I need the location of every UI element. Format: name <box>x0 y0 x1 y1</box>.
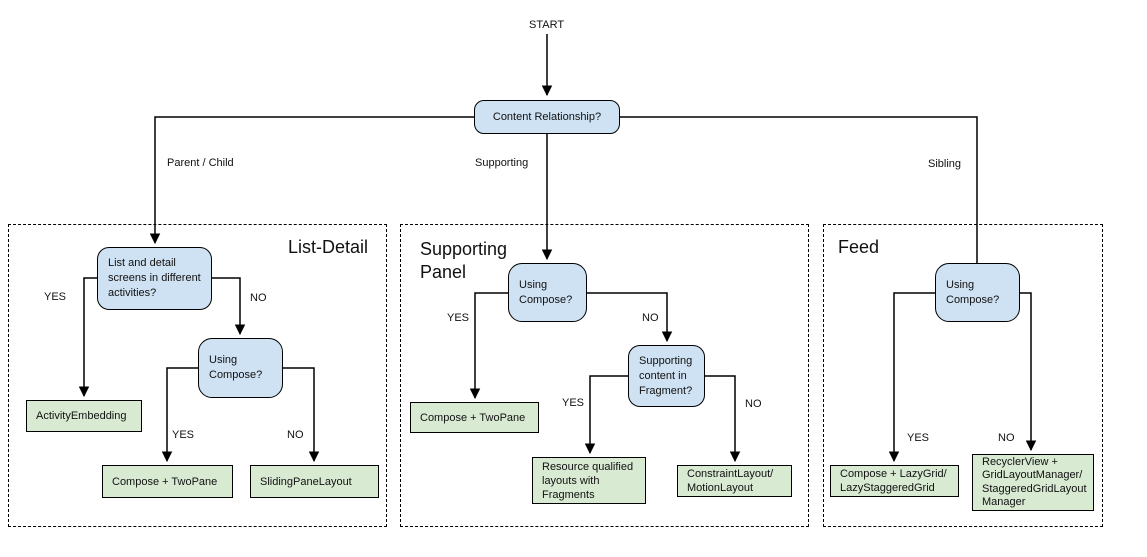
edge-sp-yes-compose-twopane <box>469 292 508 400</box>
decision-ld-different-activities: List and detail screens in different act… <box>97 247 212 310</box>
edge-sp-yes-resource-qualified <box>584 375 628 455</box>
result-activity-embedding: ActivityEmbedding <box>26 400 142 432</box>
decision-feed-using-compose: Using Compose? <box>935 263 1020 322</box>
label-yes-sp-compose: YES <box>447 312 470 324</box>
decision-sp-using-compose: Using Compose? <box>508 263 587 322</box>
group-supporting-panel <box>400 224 809 527</box>
group-title-feed: Feed <box>838 237 880 257</box>
group-title-supporting-panel: Supporting Panel <box>420 239 508 282</box>
label-yes-ld-activities: YES <box>44 291 67 303</box>
label-yes-sp-fragment: YES <box>562 397 585 409</box>
result-compose-lazygrid: Compose + LazyGrid/ LazyStaggeredGrid <box>830 465 959 497</box>
result-constraintlayout-motionlayout: ConstraintLayout/ MotionLayout <box>677 465 792 497</box>
group-feed <box>823 224 1103 527</box>
label-yes-feed-compose: YES <box>907 432 930 444</box>
edge-ld-yes-activityembedding <box>78 277 97 398</box>
edge-root-to-list-detail <box>149 116 474 245</box>
label-no-feed-compose: NO <box>998 432 1015 444</box>
edge-sp-no-constraintlayout <box>705 375 741 463</box>
decision-sp-content-in-fragment: Supporting content in Fragment? <box>628 345 705 407</box>
branch-label-parent-child: Parent / Child <box>167 157 234 169</box>
label-yes-ld-compose: YES <box>172 429 195 441</box>
edge-feed-no-recyclerview <box>1020 292 1037 452</box>
label-no-sp-fragment: NO <box>745 398 762 410</box>
result-sp-compose-twopane: Compose + TwoPane <box>410 402 539 433</box>
result-slidingpanelayout: SlidingPaneLayout <box>250 465 379 498</box>
result-recyclerview-gridlayoutmanager: RecyclerView + GridLayoutManager/ Stagge… <box>972 454 1094 511</box>
group-title-list-detail: List-Detail <box>288 237 369 257</box>
group-list-detail <box>8 224 387 527</box>
start-label: START <box>529 19 565 31</box>
label-no-sp-compose: NO <box>642 312 659 324</box>
result-ld-compose-twopane: Compose + TwoPane <box>102 465 233 498</box>
label-no-ld-compose: NO <box>287 429 304 441</box>
edge-ld-yes-compose-twopane <box>161 367 198 463</box>
edge-root-to-feed <box>620 116 978 263</box>
branch-label-sibling: Sibling <box>928 158 962 170</box>
edge-feed-yes-lazygrid <box>888 292 935 463</box>
edge-sp-no-fragment-question <box>587 292 673 343</box>
branch-label-supporting: Supporting <box>475 157 529 169</box>
decision-content-relationship: Content Relationship? <box>474 100 620 134</box>
result-resource-qualified-layouts: Resource qualified layouts with Fragment… <box>532 457 646 504</box>
label-no-ld-activities: NO <box>250 292 267 304</box>
decision-ld-using-compose: Using Compose? <box>198 338 283 398</box>
edge-ld-no-usingcompose <box>212 277 246 336</box>
edge-ld-no-slidingpanelayout <box>283 367 320 463</box>
